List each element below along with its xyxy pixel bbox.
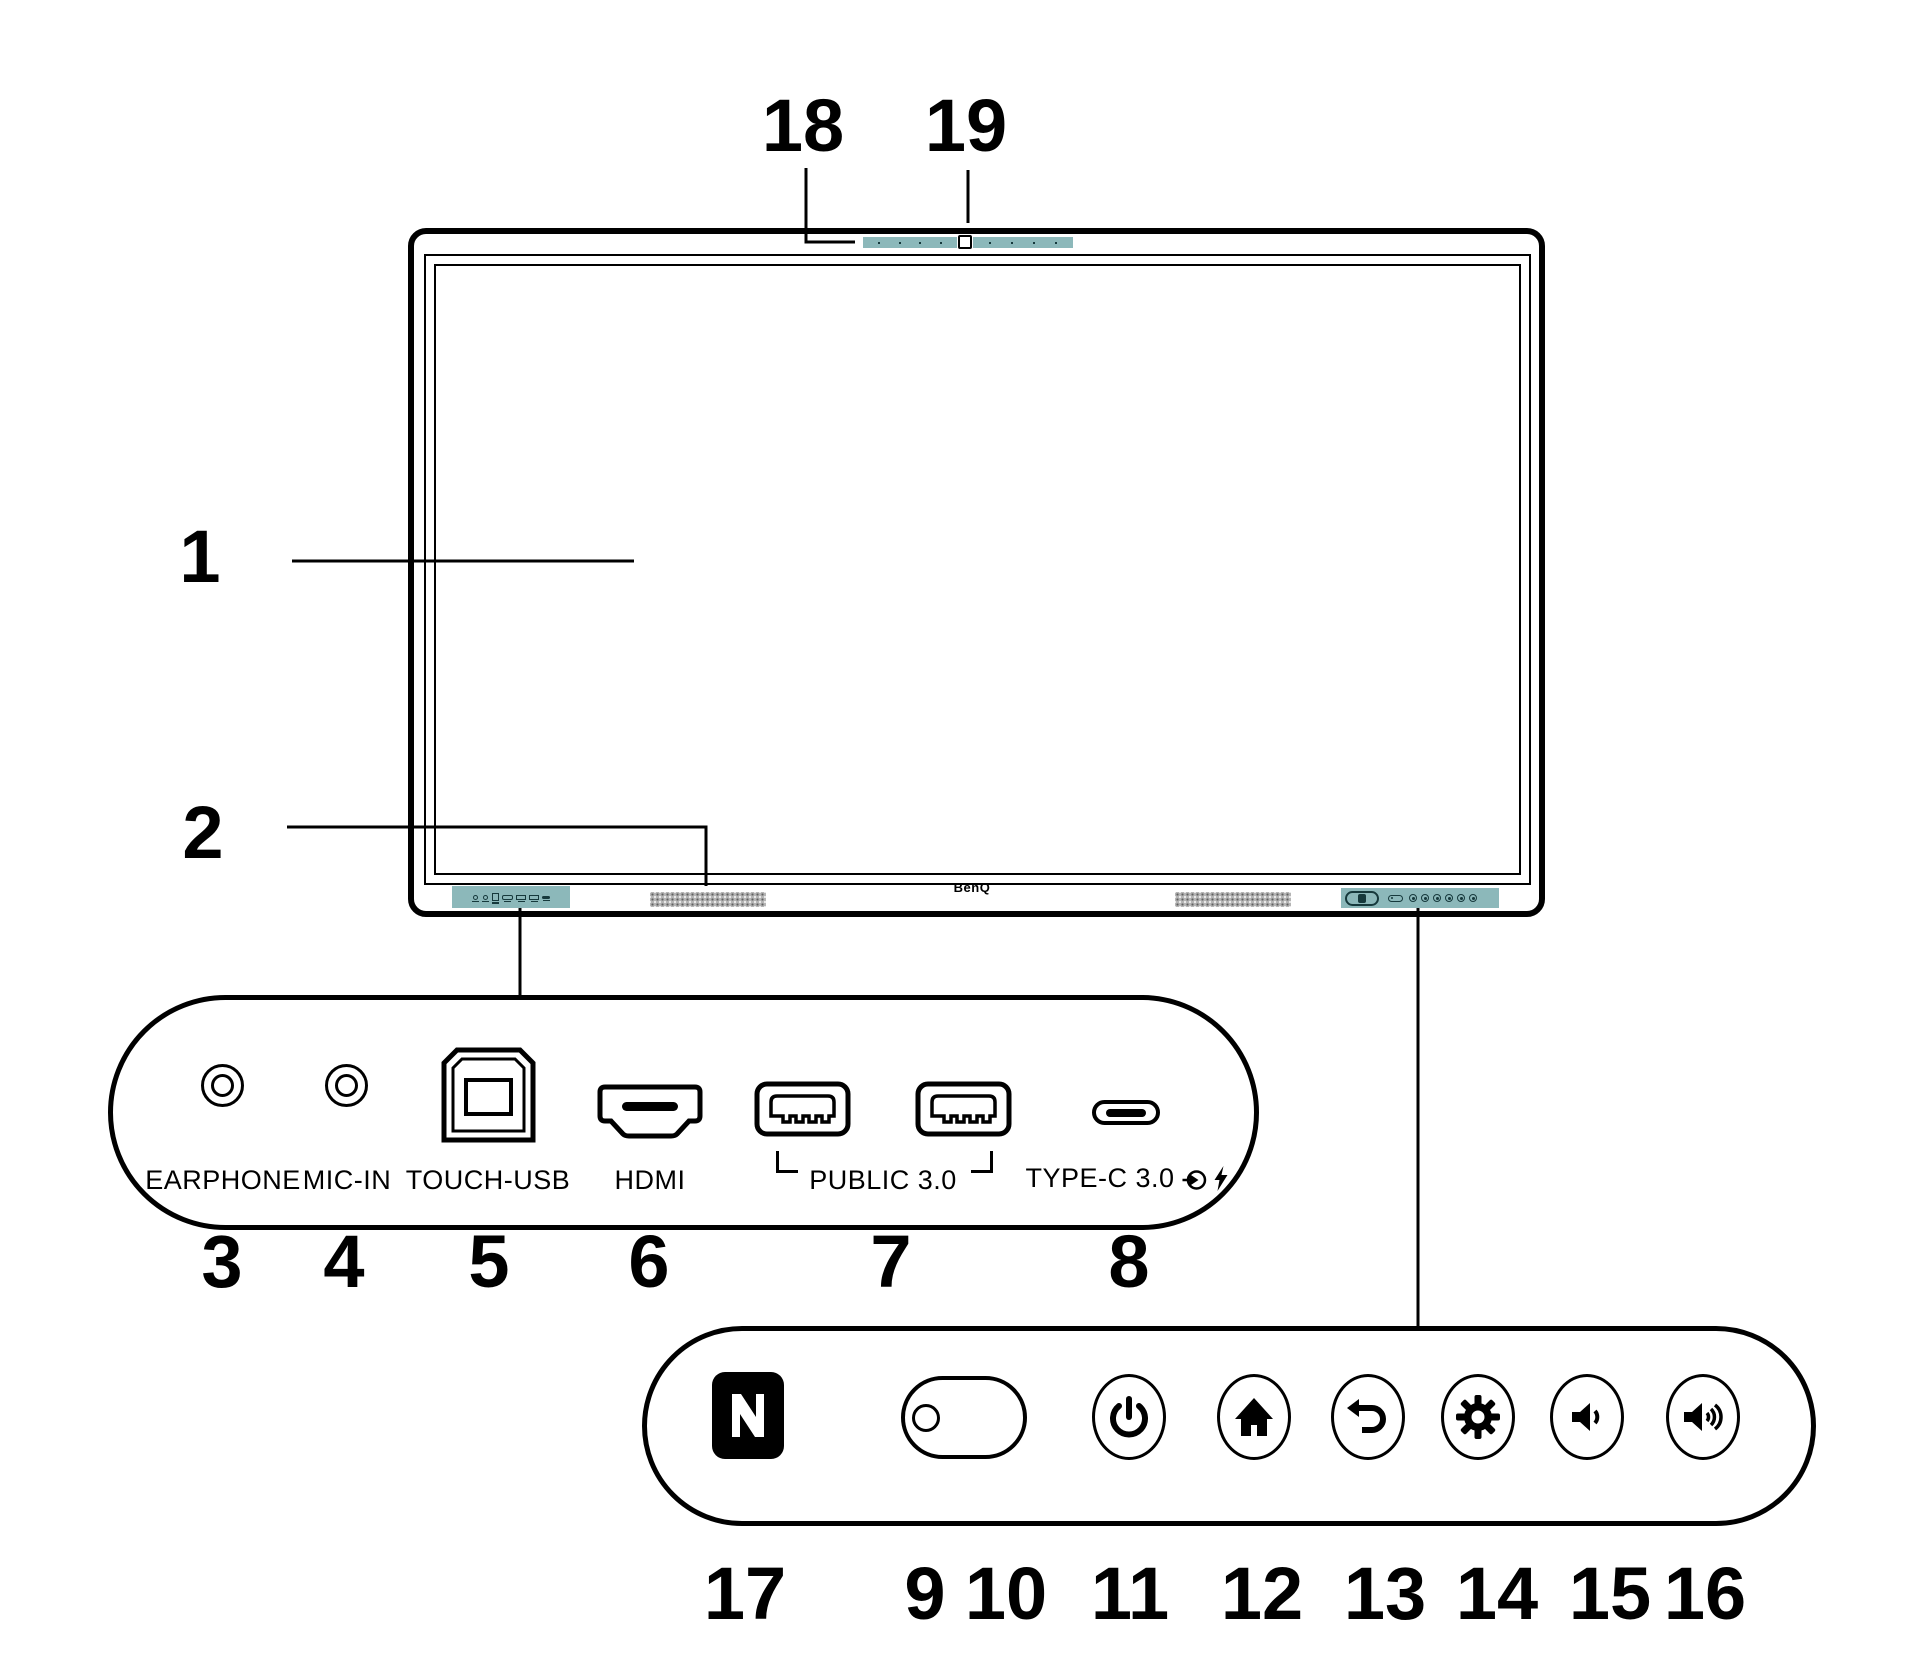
type-c-label-group: TYPE-C 3.0 [1025, 1163, 1228, 1194]
callout-15-volume-down: 15 [1568, 1552, 1652, 1635]
callout-10-light-sensor: 10 [964, 1552, 1048, 1635]
mic-hole [1055, 241, 1057, 244]
callout-6-hdmi: 6 [628, 1220, 670, 1303]
volume-down-mini-icon [1457, 894, 1465, 902]
usb-a-port-icon [754, 1081, 851, 1137]
mic-hole [1033, 241, 1035, 244]
hdmi-mini-icon [502, 894, 513, 903]
camera-lens [958, 235, 972, 249]
bracket-right [971, 1151, 993, 1173]
usb-c-mini-icon [542, 895, 550, 902]
callout-12-home: 12 [1220, 1552, 1304, 1635]
mic-array-strip-right [973, 237, 1073, 248]
callout-19-camera: 19 [924, 84, 1008, 167]
mic-in-jack-icon [325, 1064, 368, 1107]
usb-b-mini-icon [492, 893, 499, 904]
mic-hole [919, 241, 922, 244]
hdmi-label: HDMI [614, 1165, 686, 1195]
callout-13-back: 13 [1343, 1552, 1427, 1635]
mic-in-label: MIC-IN [302, 1165, 392, 1195]
usb-c-port-icon [1092, 1100, 1160, 1125]
power-icon [1110, 1396, 1148, 1438]
type-c-label: TYPE-C 3.0 [1025, 1163, 1175, 1193]
callout-2-speakers: 2 [182, 791, 224, 874]
earphone-jack-icon [201, 1064, 244, 1107]
volume-down-icon [1572, 1403, 1600, 1431]
callout-14-settings: 14 [1455, 1552, 1539, 1635]
back-mini-icon [1433, 894, 1441, 902]
earphone-mini-icon [472, 894, 479, 903]
io-ports-detail-panel: EARPHONE MIC-IN TOUCH-USB HDMI PUBLIC 3.… [108, 995, 1259, 1230]
screen [434, 264, 1521, 875]
settings-mini-icon [1445, 894, 1453, 902]
callout-16-volume-up: 16 [1663, 1552, 1747, 1635]
callout-1-screen: 1 [179, 515, 221, 598]
quick-charge-icon [1214, 1166, 1228, 1191]
public-usb-label: PUBLIC 3.0 [809, 1165, 957, 1195]
volume-up-icon [1684, 1403, 1723, 1431]
power-mini-icon [1409, 894, 1417, 902]
mic-array-strip-left [863, 237, 957, 248]
io-port-strip [452, 886, 570, 908]
display-input-icon [1182, 1169, 1207, 1190]
screen-bezel [424, 254, 1531, 885]
mic-hole [878, 241, 881, 244]
mic-hole [898, 241, 901, 244]
settings-icon [1456, 1395, 1500, 1439]
mic-mini-icon [482, 894, 489, 903]
back-button [1331, 1374, 1405, 1460]
volume-down-button [1550, 1374, 1624, 1460]
earphone-label: EARPHONE [145, 1165, 301, 1195]
touch-usb-label: TOUCH-USB [405, 1165, 571, 1195]
left-speaker-grille [650, 892, 766, 907]
home-button [1217, 1374, 1291, 1460]
callout-18-mic-array: 18 [761, 84, 845, 167]
light-sensor-mini-icon [1388, 894, 1403, 902]
nfc-area-icon [1345, 890, 1379, 906]
light-sensor [912, 1404, 940, 1432]
callout-11-power: 11 [1090, 1552, 1170, 1635]
usb-a-mini-icon [529, 894, 539, 903]
display-front-panel: BenQ [408, 228, 1545, 917]
callout-4-mic-in: 4 [323, 1220, 365, 1303]
usb-a-port-icon [915, 1081, 1012, 1137]
hdmi-port-icon [597, 1084, 703, 1139]
settings-button [1441, 1374, 1515, 1460]
volume-up-mini-icon [1469, 894, 1477, 902]
mic-hole [1011, 241, 1013, 244]
nfc-logo [712, 1372, 784, 1459]
callout-8-type-c: 8 [1108, 1220, 1150, 1303]
brand-logo: BenQ [953, 880, 991, 895]
callout-7-public-usb: 7 [870, 1220, 912, 1303]
bracket-left [776, 1151, 798, 1173]
callout-3-earphone: 3 [201, 1220, 243, 1303]
mic-hole [989, 241, 991, 244]
back-icon [1347, 1399, 1386, 1433]
callout-17-nfc: 17 [703, 1552, 787, 1635]
usb-b-port-icon [441, 1047, 536, 1143]
control-buttons-detail-panel [642, 1326, 1816, 1526]
callout-9-led: 9 [904, 1552, 946, 1635]
usb-a-mini-icon [516, 894, 526, 903]
home-mini-icon [1421, 894, 1429, 902]
control-button-strip [1341, 888, 1499, 908]
light-sensor-housing [901, 1376, 1027, 1459]
home-icon [1235, 1398, 1273, 1436]
mic-hole [939, 241, 942, 244]
callout-5-touch-usb: 5 [468, 1220, 510, 1303]
right-speaker-grille [1175, 892, 1291, 907]
power-button [1092, 1374, 1166, 1460]
volume-up-button [1666, 1374, 1740, 1460]
